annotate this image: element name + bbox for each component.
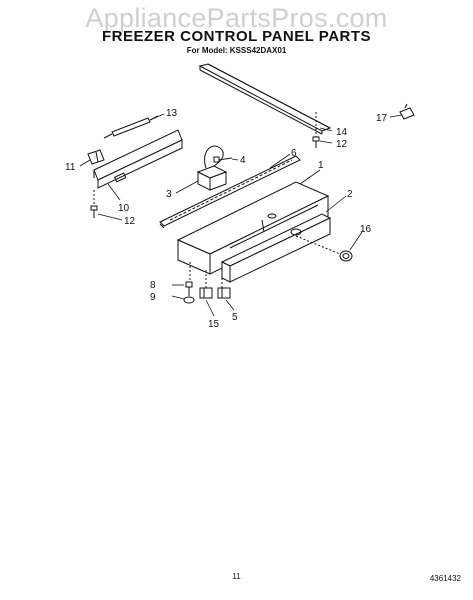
- document-code: 4361432: [429, 574, 461, 583]
- callout-12-right: 12: [336, 139, 348, 150]
- clip-part-17: [399, 103, 415, 120]
- trim-part-2: [220, 213, 332, 283]
- callout-4: 4: [240, 155, 246, 166]
- callout-13: 13: [166, 108, 178, 119]
- clip-part-11: [87, 149, 105, 165]
- bracket-part-10: [93, 129, 183, 189]
- button-part-5: [217, 287, 231, 299]
- callout-17: 17: [376, 113, 388, 124]
- page-title: FREEZER CONTROL PANEL PARTS: [101, 28, 372, 45]
- callout-14: 14: [336, 127, 348, 138]
- page-number: 11: [232, 572, 241, 581]
- tube-part-13: [103, 115, 159, 139]
- callout-5: 5: [232, 312, 238, 323]
- callout-15: 15: [208, 319, 220, 330]
- callout-labels: 13 11 10 12 17 14 12 4 3 6 1 2 16 8 9 15…: [65, 108, 388, 330]
- strip-part-6: [159, 155, 301, 229]
- callout-9: 9: [150, 292, 156, 303]
- screw-part-8: [185, 281, 193, 296]
- washer-part-9: [183, 296, 195, 304]
- screw-part-12-right: [312, 112, 320, 148]
- rail-part-14: [198, 63, 332, 135]
- callout-leaders: [79, 113, 403, 317]
- knob-part-16: [339, 250, 353, 262]
- callout-10: 10: [118, 203, 130, 214]
- watermark: AppliancePartsPros.com: [85, 3, 388, 33]
- screw-part-12-left: [90, 190, 98, 218]
- screw-part-4: [213, 156, 233, 163]
- switch-part-3: [196, 145, 228, 191]
- callout-1: 1: [318, 160, 324, 171]
- callout-12-left: 12: [124, 216, 136, 227]
- callout-3: 3: [166, 189, 172, 200]
- callout-8: 8: [150, 280, 156, 291]
- model-subtitle: For Model: KSSS42DAX01: [186, 46, 287, 55]
- callout-11: 11: [65, 162, 76, 173]
- button-part-15: [199, 287, 213, 299]
- callout-16: 16: [360, 224, 372, 235]
- callout-2: 2: [347, 189, 353, 200]
- callout-6: 6: [291, 148, 297, 159]
